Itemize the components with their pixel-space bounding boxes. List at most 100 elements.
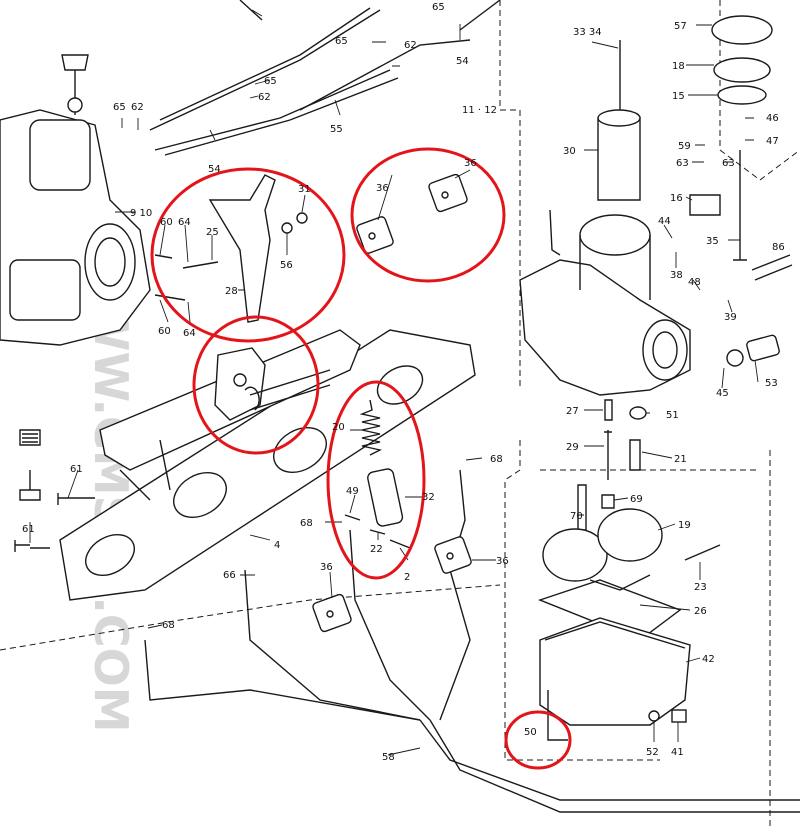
part-number: 62 <box>258 92 271 103</box>
part-number: 62 <box>404 40 417 51</box>
screw-part-left <box>19 470 41 501</box>
o-ring-45 <box>726 349 744 367</box>
vent-hose <box>244 569 421 721</box>
part-number: 38 <box>670 270 683 281</box>
highlight-circle-part-50 <box>504 710 572 770</box>
jet-70 <box>577 484 587 531</box>
part-number: 60 <box>158 326 171 337</box>
vent-hose <box>349 529 431 721</box>
part-number: 66 <box>223 570 236 581</box>
screw-61 <box>57 493 95 505</box>
part-number: 36 <box>376 183 389 194</box>
part-number: 55 <box>330 124 343 135</box>
slide-part-30 <box>597 117 641 201</box>
pin-23 <box>684 544 721 561</box>
slide-top-30 <box>597 109 641 127</box>
part-number: 36 <box>320 562 333 573</box>
drain-hose-58 <box>429 719 800 813</box>
vent-hose <box>439 469 471 721</box>
part-number: 58 <box>382 752 395 763</box>
part-number: 86 <box>772 242 785 253</box>
drain-hose-58 <box>419 719 800 801</box>
part-number: 51 <box>666 410 679 421</box>
screw-60 <box>154 294 186 301</box>
washer-51 <box>629 406 647 420</box>
part-number: 50 <box>524 727 537 738</box>
part-number: 46 <box>766 113 779 124</box>
valve-21 <box>629 439 641 471</box>
fitting-53 <box>746 334 780 362</box>
throttle-lever-assembly <box>214 347 331 421</box>
part-number: 42 <box>702 654 715 665</box>
part-number: 2 <box>404 572 410 583</box>
part-number: 45 <box>716 388 729 399</box>
cap-part-36 <box>434 536 472 574</box>
left-carburetor <box>0 54 151 346</box>
throttle-cable <box>159 7 371 121</box>
part-number: 29 <box>566 442 579 453</box>
part-number: 60 <box>160 217 173 228</box>
right-carburetor <box>519 209 691 396</box>
part-number: 65 <box>264 76 277 87</box>
washer-56 <box>281 222 293 234</box>
part-number: 54 <box>456 56 469 67</box>
float-bowl-42 <box>539 617 691 726</box>
screw-61 <box>14 540 50 552</box>
part-number: 20 <box>332 422 345 433</box>
part-number: 28 <box>225 286 238 297</box>
part-number: 65 <box>113 102 126 113</box>
part-number: 39 <box>724 312 737 323</box>
part-number: 68 <box>300 518 313 529</box>
spring-sleeve-32 <box>367 468 404 527</box>
washer-52 <box>648 710 660 722</box>
part-number: 70 <box>570 511 583 522</box>
part-number: 69 <box>630 494 643 505</box>
part-number: 23 <box>694 582 707 593</box>
highlight-circle-bracket-28 <box>150 167 346 343</box>
cap-part-36 <box>356 216 394 254</box>
part-number: 61 <box>70 464 83 475</box>
part-number: 47 <box>766 136 779 147</box>
cap-part-36 <box>312 593 352 633</box>
part-number: 63 <box>722 158 735 169</box>
cable-end <box>459 0 501 31</box>
part-number: 19 <box>678 520 691 531</box>
screw-60 <box>154 254 173 259</box>
part-number: 64 <box>178 217 191 228</box>
part-number: 63 <box>676 158 689 169</box>
cable-lower <box>299 39 471 111</box>
part-number: 48 <box>688 277 701 288</box>
washer-2 <box>389 539 411 549</box>
part-number: 49 <box>346 486 359 497</box>
screw-25 <box>182 261 219 269</box>
choke-cable <box>154 69 391 151</box>
part-number: 59 <box>678 141 691 152</box>
part-number: 65 <box>432 2 445 13</box>
screw-69 <box>601 494 615 509</box>
highlight-circle-lever <box>192 315 320 455</box>
part-number: 68 <box>490 454 503 465</box>
cable-end <box>239 0 263 21</box>
section-boundary-dashed <box>499 0 660 761</box>
rod-35 <box>733 150 747 261</box>
highlight-circle-spring-32 <box>326 380 426 580</box>
nut-31 <box>296 212 308 224</box>
cap-18 <box>713 57 771 83</box>
top-cap-57 <box>711 15 773 45</box>
section-boundary-dashed <box>0 584 501 651</box>
part-number: 61 <box>22 524 35 535</box>
throttle-cable <box>149 9 381 131</box>
part-number: 54 <box>208 164 221 175</box>
part-number: 53 <box>765 378 778 389</box>
part-number: 44 <box>658 216 671 227</box>
part-number: 57 <box>674 21 687 32</box>
spring-part-left <box>19 429 41 446</box>
part-number: 62 <box>131 102 144 113</box>
part-number: 4 <box>274 540 280 551</box>
part-number: 26 <box>694 606 707 617</box>
part-number: 33 34 <box>573 27 602 38</box>
pipe-86 <box>751 254 793 281</box>
part-number: 32 <box>422 492 435 503</box>
part-number: 41 <box>671 747 684 758</box>
